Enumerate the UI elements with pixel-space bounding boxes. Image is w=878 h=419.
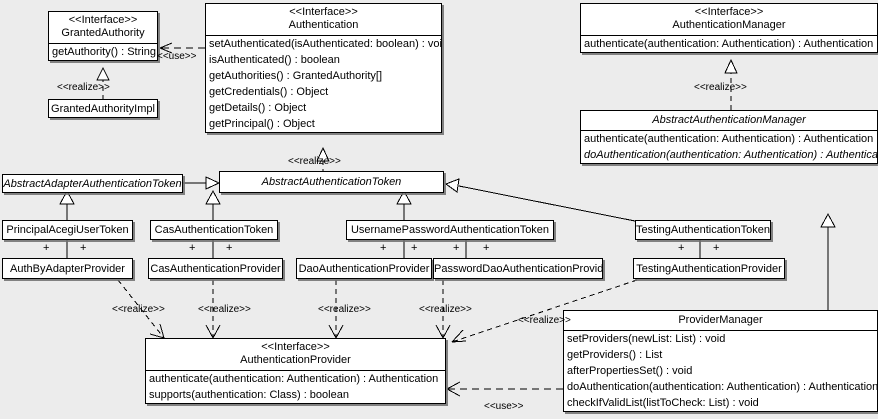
operation: isAuthenticated() : boolean [209, 54, 340, 66]
class-name: CasAuthenticationProvider [150, 263, 281, 275]
class-password-dao-authentication-provider[interactable]: PasswordDaoAuthenticationProvider [433, 258, 603, 279]
operation: afterPropertiesSet() : void [567, 365, 693, 377]
class-dao-authentication-provider[interactable]: DaoAuthenticationProvider [296, 258, 432, 279]
relationship-label-realize-testing-provider: <<realize>> [518, 315, 571, 326]
class-authentication-manager[interactable]: <<Interface>> AuthenticationManager auth… [580, 3, 878, 53]
operations-compartment: setProviders(newList: List) : void getPr… [564, 330, 877, 411]
class-name: AbstractAuthenticationToken [261, 176, 402, 188]
class-provider-manager[interactable]: ProviderManager setProviders(newList: Li… [563, 310, 878, 412]
class-header: ProviderManager [564, 311, 877, 330]
relationship-label-use-provider-manager: <<use>> [484, 401, 524, 412]
class-auth-by-adapter-provider[interactable]: AuthByAdapterProvider [2, 258, 133, 279]
class-name: TestingAuthenticationToken [636, 224, 770, 236]
multiplicity-marker: + [43, 242, 50, 254]
relationship-label-realize-auth-by-adapter: <<realize>> [112, 304, 165, 315]
class-abstract-authentication-token[interactable]: AbstractAuthenticationToken [219, 171, 444, 193]
class-name: PrincipalAcegiUserToken [6, 224, 129, 236]
class-name: TestingAuthenticationProvider [636, 263, 782, 275]
class-stereotype: <<Interface>> [68, 14, 138, 26]
operations-compartment: authenticate(authentication: Authenticat… [146, 370, 445, 403]
multiplicity-marker: + [453, 242, 460, 254]
class-name: AuthByAdapterProvider [10, 263, 125, 275]
operations-compartment: authenticate(authentication: Authenticat… [581, 130, 877, 163]
class-name: DaoAuthenticationProvider [298, 263, 430, 275]
operation: getCredentials() : Object [209, 86, 329, 98]
relationship-label-realize-abstract-authentication-manager: <<realize>> [694, 82, 747, 93]
multiplicity-marker: + [226, 242, 233, 254]
operation: authenticate(authentication: Authenticat… [584, 133, 874, 145]
operations-compartment: setAuthenticated(isAuthenticated: boolea… [206, 35, 441, 132]
class-name: AuthenticationManager [672, 19, 786, 31]
class-name: AbstractAuthenticationManager [652, 114, 806, 126]
class-stereotype: <<Interface>> [261, 341, 330, 353]
operation: setAuthenticated(isAuthenticated: boolea… [209, 38, 441, 50]
class-header: <<Interface>> Authentication [206, 4, 441, 35]
class-header: AbstractAuthenticationManager [581, 111, 877, 130]
class-granted-authority[interactable]: <<Interface>> GrantedAuthority getAuthor… [48, 11, 158, 61]
relationship-label-realize-granted-authority-impl: <<realize>> [57, 82, 110, 93]
class-header: <<Interface>> AuthenticationProvider [146, 339, 445, 370]
class-principal-acegi-user-token[interactable]: PrincipalAcegiUserToken [2, 220, 133, 240]
class-abstract-authentication-manager[interactable]: AbstractAuthenticationManager authentica… [580, 110, 878, 164]
class-name: PasswordDaoAuthenticationProvider [434, 263, 603, 275]
multiplicity-marker: + [80, 242, 87, 254]
operation: doAuthentication(authentication: Authent… [584, 149, 877, 161]
operations-compartment: authenticate(authentication: Authenticat… [581, 35, 877, 52]
class-header: <<Interface>> GrantedAuthority [49, 12, 157, 43]
relationship-label-realize-cas-provider: <<realize>> [198, 304, 251, 315]
class-name: GrantedAuthority [61, 27, 145, 39]
operation: getAuthority() : String [52, 46, 156, 58]
class-stereotype: <<Interface>> [289, 6, 358, 18]
class-cas-authentication-token[interactable]: CasAuthenticationToken [150, 220, 278, 240]
class-name: UsernamePasswordAuthenticationToken [350, 224, 550, 236]
class-name: CasAuthenticationToken [154, 224, 274, 236]
class-name: ProviderManager [678, 314, 763, 326]
class-header: <<Interface>> AuthenticationManager [581, 4, 877, 35]
operation: getPrincipal() : Object [209, 118, 315, 130]
multiplicity-marker: + [713, 242, 720, 254]
class-name: AbstractAdapterAuthenticationToken [3, 178, 182, 190]
class-name: AuthenticationProvider [240, 354, 351, 366]
operation: authenticate(authentication: Authenticat… [149, 373, 439, 385]
class-authentication-provider[interactable]: <<Interface>> AuthenticationProvider aut… [145, 338, 446, 404]
class-testing-authentication-provider[interactable]: TestingAuthenticationProvider [633, 258, 785, 279]
class-granted-authority-impl[interactable]: GrantedAuthorityImpl [48, 99, 158, 118]
class-cas-authentication-provider[interactable]: CasAuthenticationProvider [148, 258, 283, 279]
class-name: Authentication [288, 19, 359, 31]
relationship-label-realize-password-dao-provider: <<realize>> [419, 304, 472, 315]
class-username-password-authentication-token[interactable]: UsernamePasswordAuthenticationToken [346, 220, 554, 240]
operation: getAuthorities() : GrantedAuthority[] [209, 70, 383, 82]
operation: setProviders(newList: List) : void [567, 333, 726, 345]
operation: getProviders() : List [567, 349, 663, 361]
class-authentication[interactable]: <<Interface>> Authentication setAuthenti… [205, 3, 442, 133]
relationship-label-realize-abstract-authentication-token: <<realize>> [288, 156, 341, 167]
operation: checkIfValidList(listToCheck: List) : vo… [567, 397, 759, 409]
multiplicity-marker: + [678, 242, 685, 254]
multiplicity-marker: + [189, 242, 196, 254]
class-stereotype: <<Interface>> [694, 6, 764, 18]
class-abstract-adapter-authentication-token[interactable]: AbstractAdapterAuthenticationToken [2, 174, 183, 193]
operation: supports(authentication: Class) : boolea… [149, 389, 349, 401]
class-testing-authentication-token[interactable]: TestingAuthenticationToken [635, 220, 771, 240]
operations-compartment: getAuthority() : String [49, 43, 157, 60]
relationship-label-realize-dao-provider: <<realize>> [318, 304, 371, 315]
multiplicity-marker: + [483, 242, 490, 254]
class-name: GrantedAuthorityImpl [51, 103, 155, 115]
multiplicity-marker: + [380, 242, 387, 254]
relationship-label-use-granted-authority: <<use>> [157, 51, 197, 62]
operation: getDetails() : Object [209, 102, 307, 114]
multiplicity-marker: + [411, 242, 418, 254]
operation: authenticate(authentication: Authenticat… [584, 38, 874, 50]
operation: doAuthentication(authentication: Authent… [567, 381, 877, 393]
